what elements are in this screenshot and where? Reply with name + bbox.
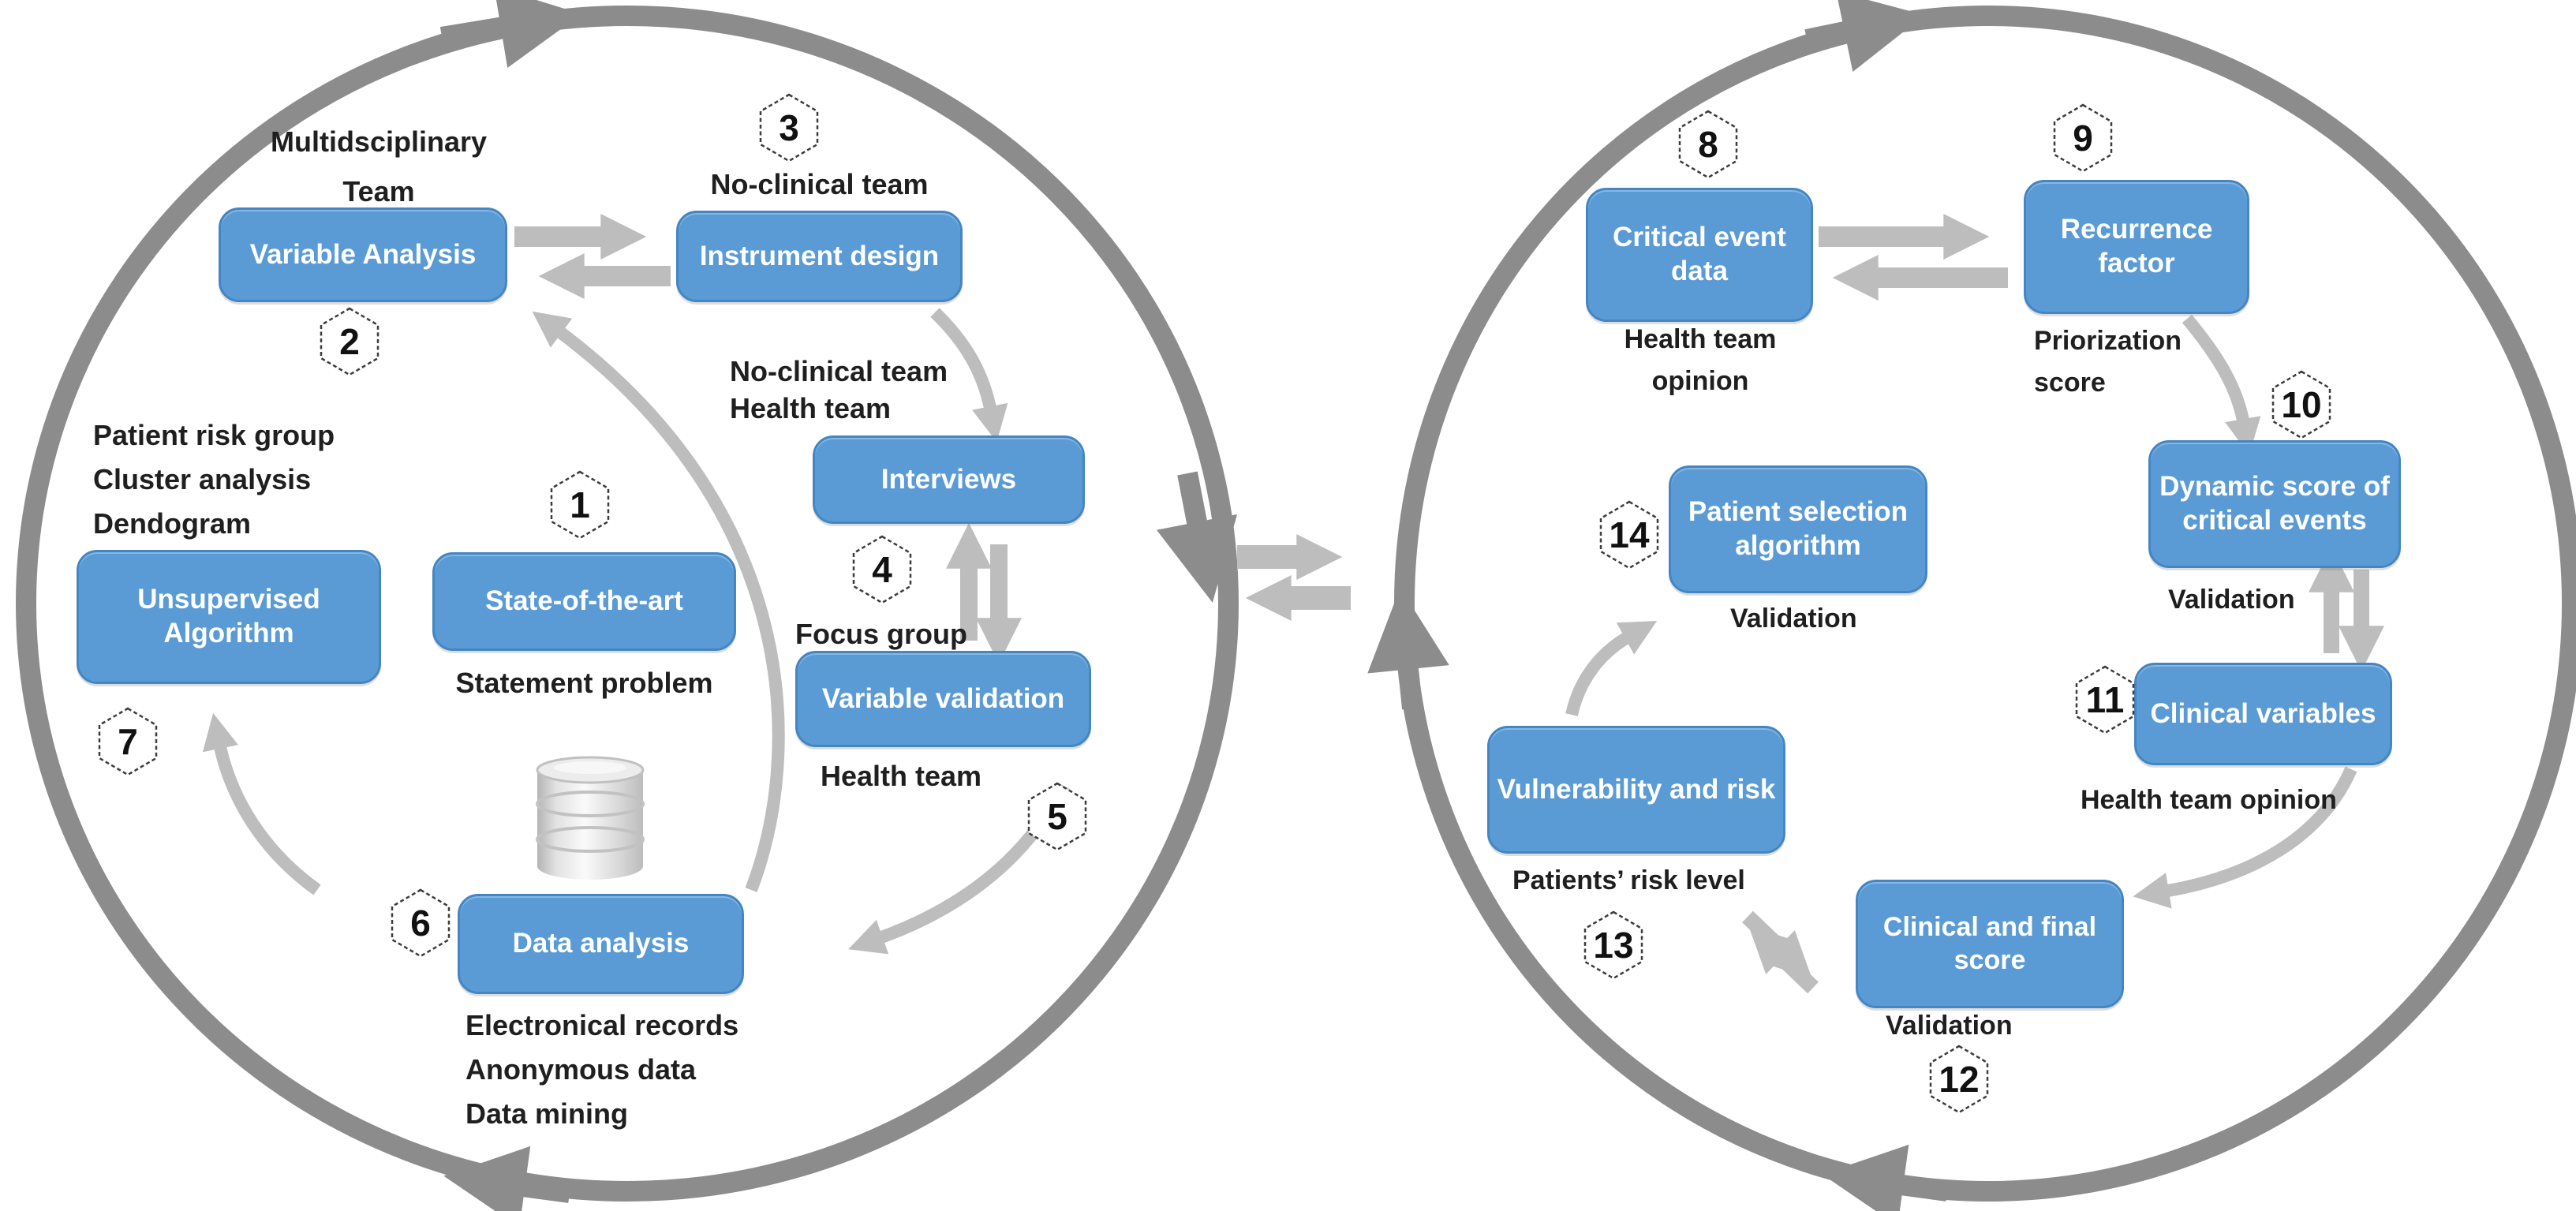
- step-number: 2: [339, 321, 360, 362]
- step-8-hexagon: 8: [1677, 110, 1740, 179]
- step-9-hexagon: 9: [2051, 103, 2114, 173]
- validation-label-dynamic: Validation: [2168, 585, 2295, 615]
- data-analysis-box: Data analysis: [458, 894, 744, 994]
- right-ring-left-arrow-icon: [1367, 587, 1449, 710]
- critical-event-data-box: Critical event data: [1586, 188, 1813, 322]
- state-of-the-art-box: State-of-the-art: [432, 552, 736, 651]
- variable-analysis-box: Variable Analysis: [219, 207, 507, 302]
- recurrence-factor-box: Recurrence factor: [2024, 180, 2249, 314]
- step-1-hexagon: 1: [548, 470, 611, 540]
- step-10-hexagon: 10: [2270, 370, 2333, 439]
- step-number: 8: [1698, 124, 1718, 165]
- left-ring-bottom-arrow-icon: [443, 1146, 571, 1211]
- validation-label-selection: Validation: [1730, 604, 1857, 634]
- step-number: 4: [872, 549, 892, 590]
- focus-group-label: Focus group: [795, 618, 967, 650]
- validation-label-final-score: Validation: [1886, 1011, 2013, 1041]
- step-6-hexagon: 6: [389, 888, 452, 958]
- vulnerability-risk-box: Vulnerability and risk: [1487, 726, 1785, 854]
- data-analysis-to-variable-analysis-arrow-icon: [532, 311, 785, 892]
- no-clinical-team-label: No-clinical team: [710, 168, 929, 200]
- right-ring-top-arrow-icon: [1804, 0, 1925, 73]
- step-number: 14: [1609, 514, 1650, 555]
- multidisciplinary-team-label: Multidsciplinary Team: [270, 125, 488, 207]
- data-sources-label: Electronical records Anonymous data Data…: [465, 1009, 739, 1130]
- step-number: 13: [1593, 925, 1634, 966]
- step-number: 5: [1047, 796, 1067, 837]
- instrument-design-box: Instrument design: [676, 211, 963, 302]
- health-team-opinion-label: Health team opinion: [1624, 324, 1777, 396]
- right-ring-bottom-arrow-icon: [1822, 1144, 1949, 1211]
- step-7-hexagon: 7: [96, 707, 159, 776]
- clinical-final-score-box: Clinical and final score: [1856, 880, 2124, 1008]
- clinical-variables-box: Clinical variables: [2134, 663, 2392, 765]
- database-cylinder-icon: [531, 751, 649, 884]
- step-14-hexagon: 14: [1598, 500, 1661, 570]
- step-number: 9: [2073, 118, 2093, 159]
- step-number: 7: [118, 721, 138, 762]
- health-team-opinion-label-2: Health team opinion: [2081, 785, 2337, 815]
- final-score-to-vulnerability-arrow-icon: [1748, 925, 1819, 994]
- step-12-hexagon: 12: [1927, 1045, 1991, 1114]
- vulnerability-to-final-score-arrow-icon: [1742, 910, 1812, 979]
- dynamic-score-box: Dynamic score of critical events: [2148, 440, 2401, 568]
- step-number: 10: [2281, 384, 2322, 425]
- health-team-label: Health team: [821, 760, 982, 792]
- step-number: 6: [410, 903, 431, 944]
- left-ring-top-arrow-icon: [439, 0, 582, 68]
- left-cycle-ring: [16, 6, 1239, 1202]
- left-ring-right-arrow-icon: [1156, 471, 1238, 603]
- step-13-hexagon: 13: [1582, 910, 1645, 980]
- data-analysis-to-unsupervised-arrow-icon: [202, 712, 321, 895]
- step-3-hexagon: 3: [757, 93, 821, 163]
- statement-problem-label: Statement problem: [455, 667, 713, 699]
- vulnerability-to-patient-selection-arrow-icon: [1565, 620, 1658, 716]
- step-4-hexagon: 4: [851, 535, 914, 604]
- unsupervised-algorithm-box: Unsupervised Algorithm: [77, 550, 381, 684]
- instrument-to-interviews-arrow-icon: [930, 308, 1008, 443]
- step-11-hexagon: 11: [2073, 665, 2137, 734]
- patients-risk-level-label: Patients’ risk level: [1512, 865, 1745, 895]
- recurrence-to-dynamic-score-arrow-icon: [2182, 314, 2261, 455]
- clinical-variables-to-final-score-arrow-icon: [2133, 766, 2357, 909]
- step-number: 3: [779, 107, 799, 148]
- priorization-score-label: Priorization score: [2034, 326, 2182, 398]
- interviews-teams-label: No-clinical team Health team: [730, 355, 948, 424]
- patient-selection-box: Patient selection algorithm: [1669, 465, 1927, 593]
- variable-validation-box: Variable validation: [795, 651, 1091, 747]
- cluster-analysis-label: Patient risk group Cluster analysis Dend…: [93, 419, 335, 540]
- interviews-box: Interviews: [813, 435, 1085, 524]
- step-2-hexagon: 2: [318, 307, 381, 376]
- step-number: 11: [2085, 679, 2125, 720]
- step-number: 12: [1939, 1059, 1980, 1100]
- step-number: 1: [570, 484, 590, 525]
- step-5-hexagon: 5: [1026, 782, 1089, 851]
